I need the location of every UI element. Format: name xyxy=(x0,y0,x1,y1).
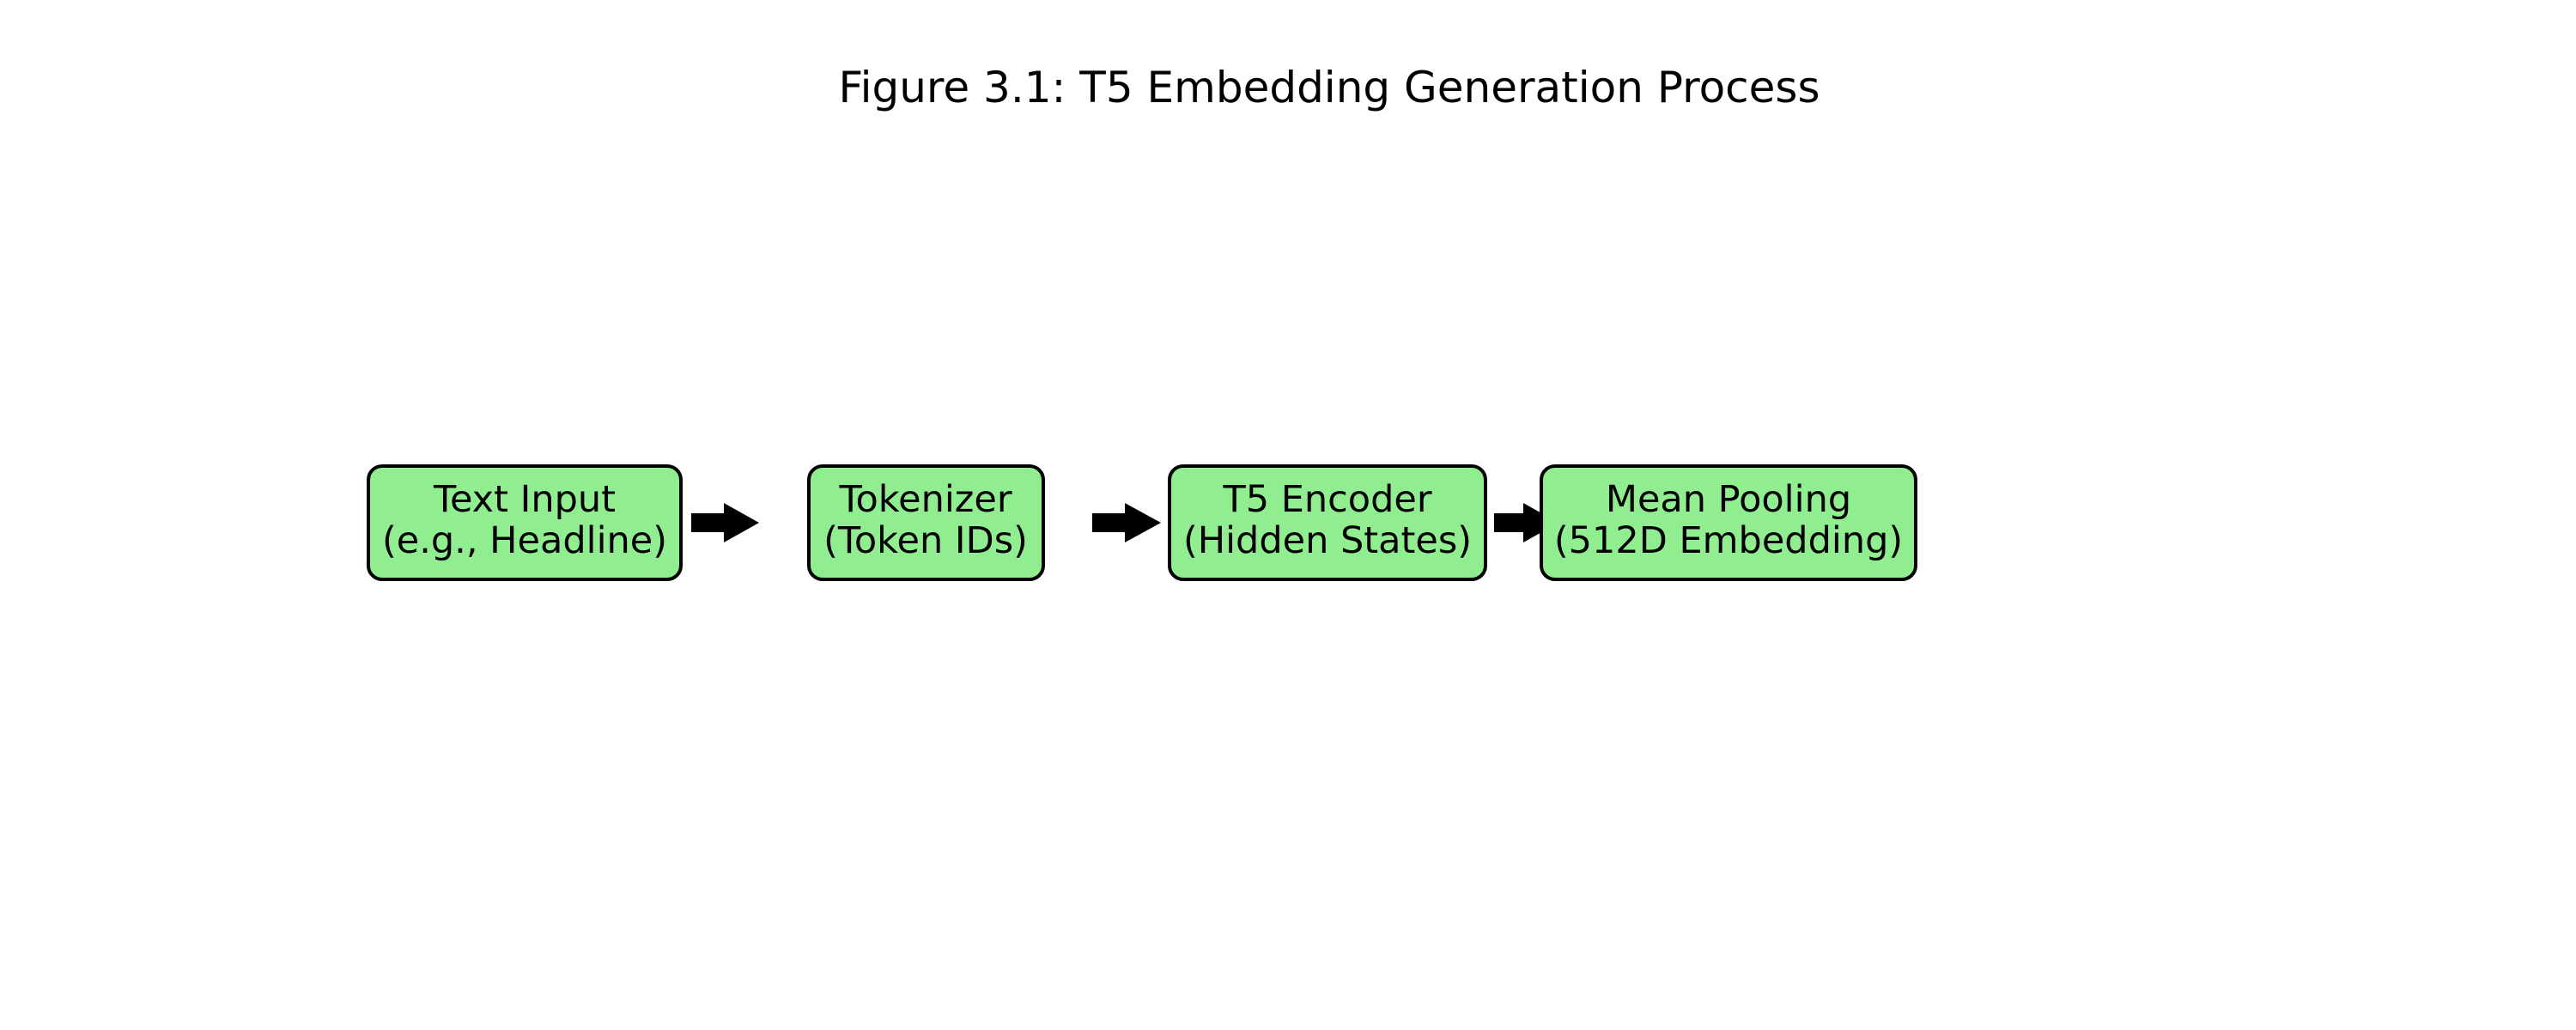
step-text-input: Text Input (e.g., Headline) xyxy=(367,464,683,581)
figure-title: Figure 3.1: T5 Embedding Generation Proc… xyxy=(838,63,1820,112)
step-label-line1: T5 Encoder xyxy=(1222,478,1431,521)
step-label-line1: Mean Pooling xyxy=(1606,478,1851,521)
step-label-line2: (Token IDs) xyxy=(823,519,1028,562)
arrow-right-icon xyxy=(691,503,759,542)
step-label-line2: (Hidden States) xyxy=(1183,519,1472,562)
arrow-right-icon xyxy=(1092,503,1161,542)
step-box xyxy=(1168,464,1487,581)
step-label-line2: (e.g., Headline) xyxy=(382,519,667,562)
arrow-right-icon xyxy=(1494,503,1558,542)
step-t5-encoder: T5 Encoder (Hidden States) xyxy=(1168,464,1487,581)
step-mean-pooling: Mean Pooling (512D Embedding) xyxy=(1540,464,1917,581)
step-label-line2: (512D Embedding) xyxy=(1554,519,1903,562)
step-label-line1: Tokenizer xyxy=(839,478,1012,521)
step-box xyxy=(807,464,1045,581)
step-tokenizer: Tokenizer (Token IDs) xyxy=(807,464,1045,581)
step-label-line1: Text Input xyxy=(433,478,616,521)
step-box xyxy=(367,464,683,581)
step-box xyxy=(1540,464,1917,581)
